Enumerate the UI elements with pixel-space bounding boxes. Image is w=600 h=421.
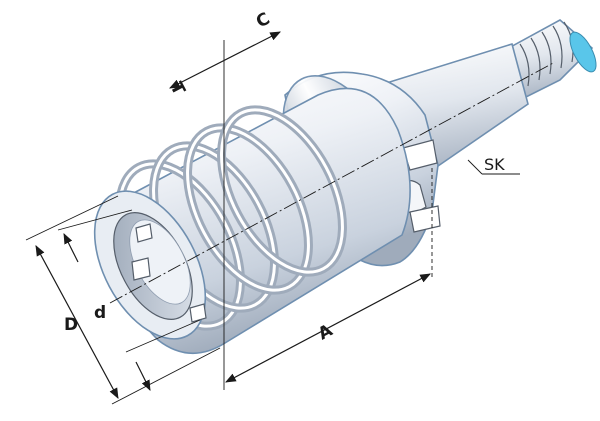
dimension-d-outer: D <box>25 195 221 405</box>
label-t: T <box>166 79 189 99</box>
label-d-inner: d <box>94 303 106 323</box>
dimension-sk: SK <box>467 155 520 175</box>
label-sk: SK <box>484 155 505 174</box>
thread-tip <box>569 31 597 73</box>
label-c: C <box>253 9 273 33</box>
label-a: A <box>315 320 337 344</box>
axis-centerline <box>109 61 556 304</box>
label-d-outer: D <box>64 315 78 335</box>
drive-key-bottom <box>131 257 151 281</box>
drive-key-top <box>135 223 153 243</box>
dimension-a: A <box>225 273 431 383</box>
dimension-c-t: C T <box>166 9 281 99</box>
thread-ridges <box>519 21 574 87</box>
dimension-d-inner: d <box>57 209 201 391</box>
front-face <box>93 190 207 340</box>
